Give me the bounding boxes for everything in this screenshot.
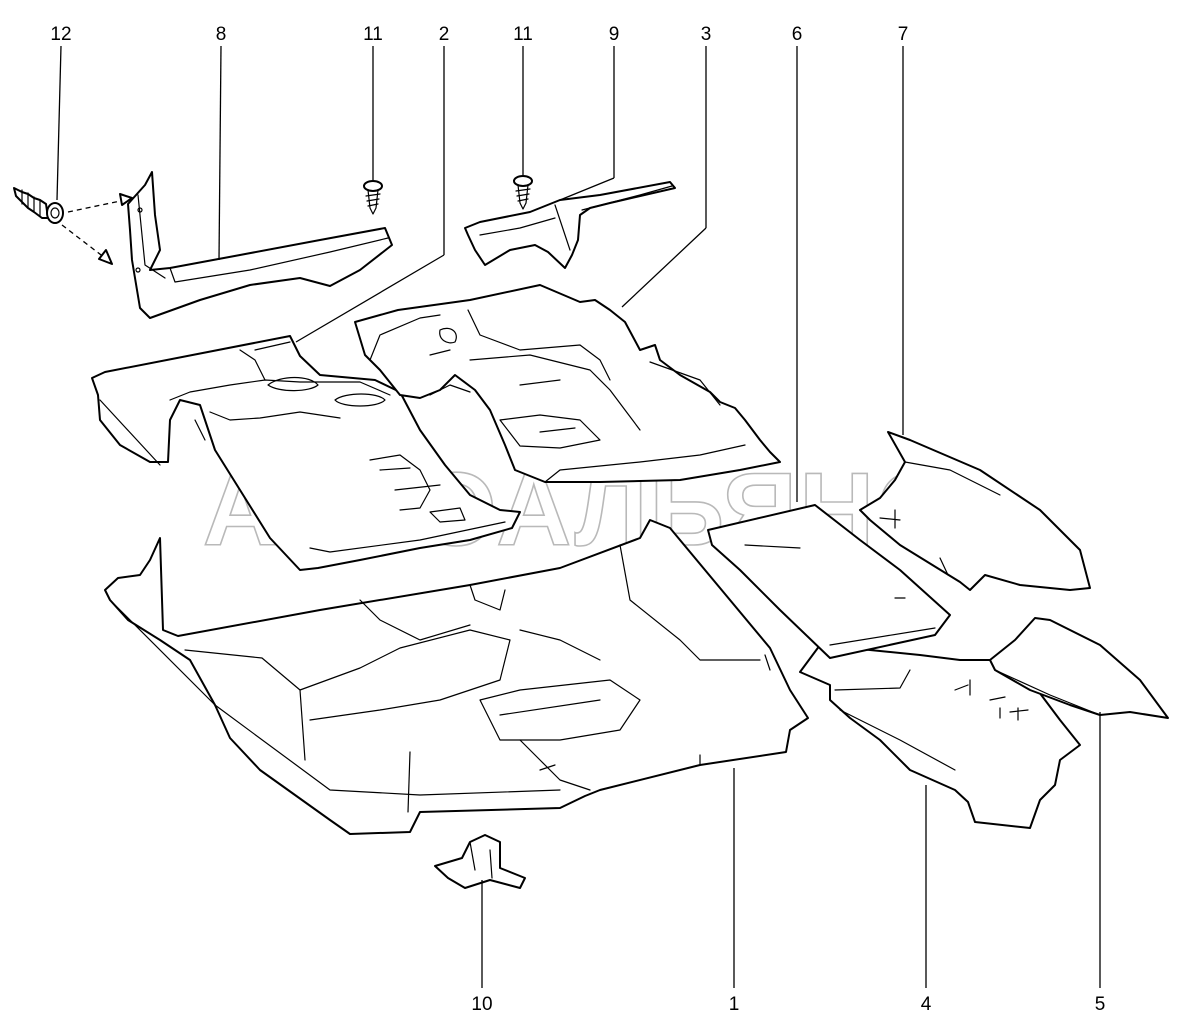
part-11-screw-right (513, 175, 533, 210)
callout-8: 8 (216, 24, 227, 45)
part-8-sill-trim (127, 171, 393, 319)
part-1-floor-carpet (104, 519, 809, 835)
part-2-front-carpet (91, 335, 521, 571)
callout-4: 4 (921, 994, 932, 1015)
part-7-shelf-panel (859, 431, 1091, 591)
callout-6: 6 (792, 24, 803, 45)
callout-10: 10 (471, 994, 492, 1015)
part-4-luggage-mat (799, 644, 1081, 829)
part-5-side-cover (989, 617, 1169, 719)
callout-2: 2 (439, 24, 450, 45)
fastener-arrow-lower (61, 224, 106, 259)
callout-11-left: 11 (363, 24, 383, 45)
callout-5: 5 (1095, 994, 1106, 1015)
fastener-arrowhead-upper (119, 193, 133, 206)
leader-lines (56, 45, 1101, 988)
part-10-clip (434, 834, 526, 889)
callout-11-right: 11 (513, 24, 533, 45)
fastener-arrow-upper (67, 199, 126, 213)
part-11-screw-left (363, 180, 383, 215)
callout-12: 12 (50, 24, 71, 45)
part-6-insulation-panel (707, 504, 951, 659)
callout-1: 1 (729, 994, 740, 1015)
part-3-rear-carpet (354, 284, 781, 483)
fastener-arrowhead-lower (98, 249, 113, 265)
callout-7: 7 (898, 24, 909, 45)
part-9-pillar-trim (464, 181, 676, 269)
part-12-fastener (13, 187, 64, 224)
callout-3: 3 (701, 24, 712, 45)
callout-9: 9 (609, 24, 620, 45)
